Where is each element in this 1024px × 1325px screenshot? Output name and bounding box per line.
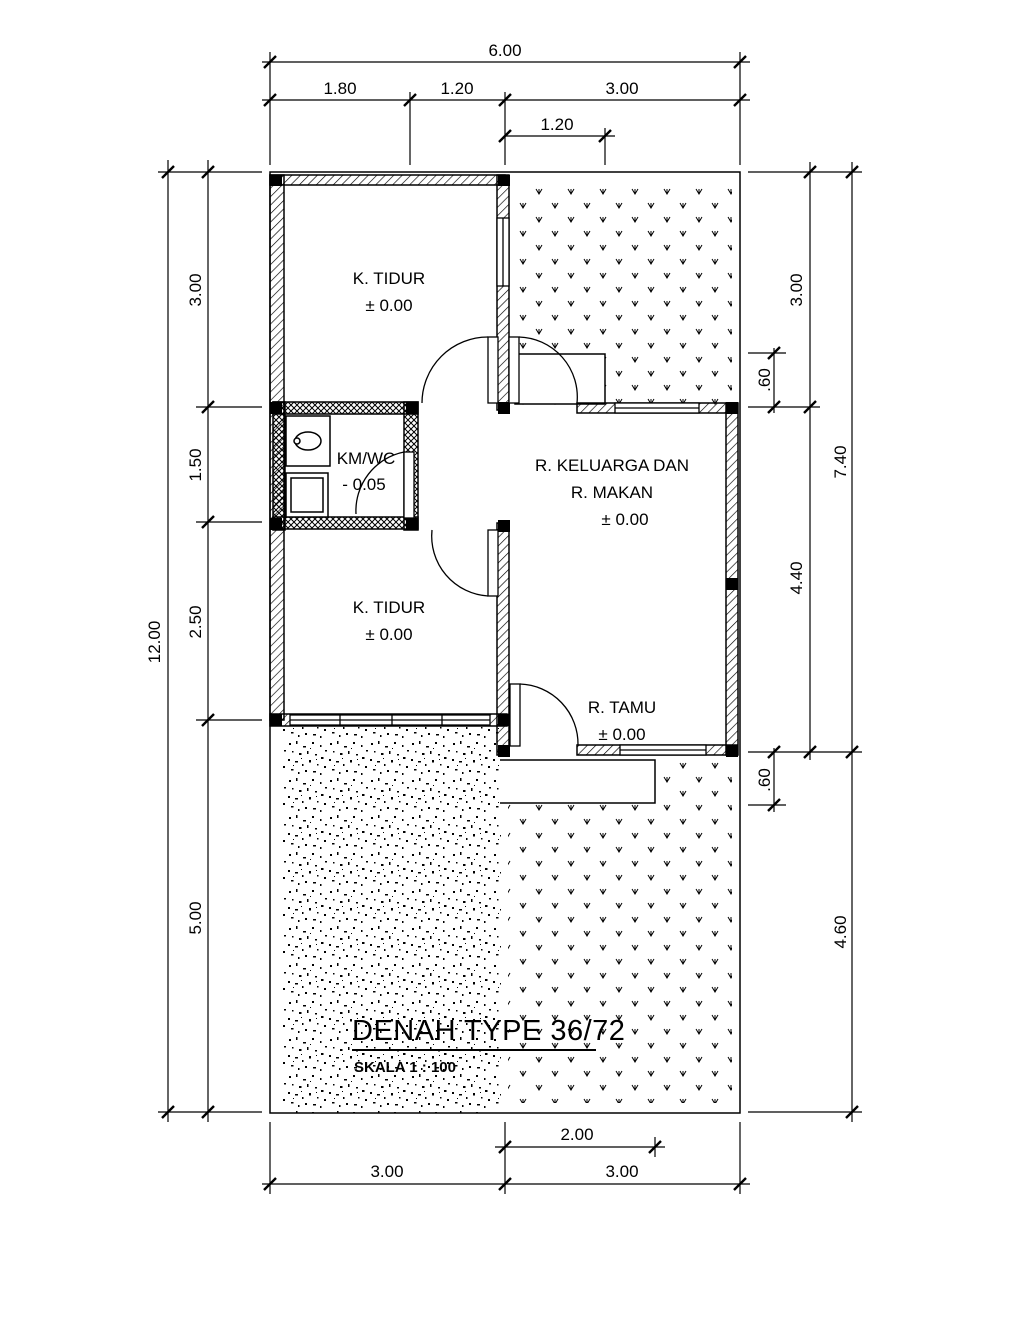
room-family-dining-name-2: R. MAKAN xyxy=(571,483,653,502)
dim-right-seg-4: .60 xyxy=(755,768,774,792)
plan-scale: SKALA 1 : 100 xyxy=(354,1059,456,1076)
room-living-level: ± 0.00 xyxy=(598,725,645,744)
room-bedroom-1-name: K. TIDUR xyxy=(353,269,425,288)
dim-top-seg-1: 1.80 xyxy=(323,79,356,98)
room-bathroom-level: - 0.05 xyxy=(342,475,385,494)
front-lawn xyxy=(508,760,732,1103)
dim-bottom-seg-1: 3.00 xyxy=(370,1162,403,1181)
room-family-dining-name-1: R. KELUARGA DAN xyxy=(535,456,689,475)
dim-top-seg-2: 1.20 xyxy=(440,79,473,98)
dim-right-outer-2: 4.60 xyxy=(831,915,850,948)
room-family-dining-level: ± 0.00 xyxy=(601,510,648,529)
dim-right-seg-1: 3.00 xyxy=(787,273,806,306)
room-bathroom-name: KM/WC xyxy=(337,449,396,468)
room-bedroom-2-name: K. TIDUR xyxy=(353,598,425,617)
dim-bottom-seg-2: 3.00 xyxy=(605,1162,638,1181)
dim-left-seg-2: 1.50 xyxy=(186,448,205,481)
dim-bottom-sub: 2.00 xyxy=(560,1125,593,1144)
room-living-name: R. TAMU xyxy=(588,698,656,717)
dim-right-seg-3: 4.40 xyxy=(787,561,806,594)
room-bedroom-1-level: ± 0.00 xyxy=(365,296,412,315)
title-underline xyxy=(352,1049,596,1051)
plan-title: DENAH TYPE 36/72 xyxy=(352,1015,626,1047)
dim-right-outer-1: 7.40 xyxy=(831,445,850,478)
bathroom-fixtures xyxy=(285,415,331,518)
doors xyxy=(355,336,579,747)
dim-left-seg-4: 5.00 xyxy=(186,901,205,934)
dim-left-seg-3: 2.50 xyxy=(186,605,205,638)
columns xyxy=(270,175,738,757)
front-garden xyxy=(283,727,501,1113)
dim-left-seg-1: 3.00 xyxy=(186,273,205,306)
dimension-ticks xyxy=(161,55,859,1191)
windows xyxy=(289,217,707,756)
dim-top-seg-3: 3.00 xyxy=(605,79,638,98)
dim-top-sub: 1.20 xyxy=(540,115,573,134)
dim-right-seg-2: .60 xyxy=(755,368,774,392)
dim-top-total: 6.00 xyxy=(488,41,521,60)
dim-left-total: 12.00 xyxy=(145,621,164,664)
room-bedroom-2-level: ± 0.00 xyxy=(365,625,412,644)
